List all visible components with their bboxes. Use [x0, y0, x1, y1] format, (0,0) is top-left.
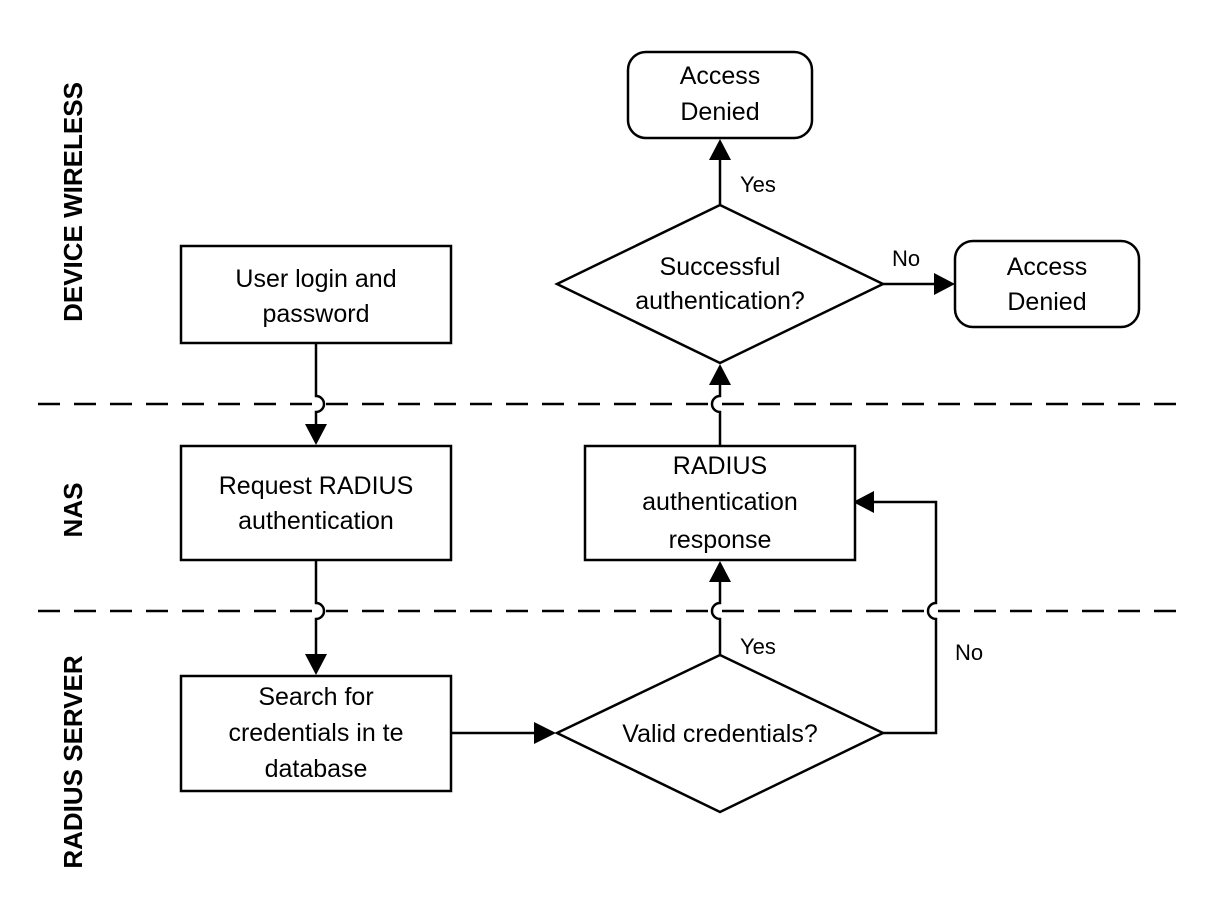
node-successful-authentication-line-1: Successful — [660, 253, 781, 281]
arrowhead-request-to-search — [305, 654, 327, 675]
arrowhead-valid-no — [853, 491, 874, 513]
edge-label-valid-no: No — [955, 640, 983, 665]
node-search-credentials — [179, 674, 453, 793]
node-access-denied-top-line-2: Denied — [680, 98, 759, 126]
node-valid-credentials — [554, 653, 886, 814]
node-successful-authentication-line-2: authentication? — [635, 287, 805, 315]
node-user-login — [179, 244, 453, 345]
node-user-login-line-1: User login and — [235, 265, 396, 293]
node-radius-response-line-1: RADIUS — [673, 452, 767, 480]
edge-request-to-search — [314, 560, 326, 656]
node-request-radius — [179, 444, 453, 562]
node-request-radius-line-1: Request RADIUS — [219, 472, 414, 500]
node-radius-response-line-3: response — [669, 526, 772, 554]
node-access-denied-right — [953, 239, 1141, 329]
node-access-denied-top — [626, 50, 814, 140]
node-radius-response-line-2: authentication — [642, 488, 798, 516]
node-search-credentials-line-2: credentials in te — [228, 719, 403, 747]
edge-response-to-success — [710, 384, 722, 446]
edge-label-success-no: No — [892, 246, 920, 271]
node-access-denied-right-line-2: Denied — [1007, 288, 1086, 316]
node-request-radius-line-2: authentication — [238, 507, 394, 535]
edge-label-success-yes: Yes — [740, 172, 776, 197]
arrowhead-response-to-success — [709, 364, 731, 385]
node-user-login-line-2: password — [263, 300, 370, 328]
node-access-denied-right-line-1: Access — [1007, 253, 1088, 281]
edge-login-to-request — [314, 343, 326, 426]
lane-label-radius-server: RADIUS SERVER — [58, 655, 88, 869]
edge-label-valid-yes: Yes — [740, 634, 776, 659]
node-access-denied-top-line-1: Access — [680, 62, 761, 90]
lane-label-nas: NAS — [58, 483, 88, 538]
arrowhead-success-yes — [709, 139, 731, 160]
edge-valid-yes — [710, 580, 722, 655]
arrowhead-search-to-valid — [534, 722, 556, 744]
edge-valid-no — [872, 500, 938, 735]
node-valid-credentials-label: Valid credentials? — [622, 720, 817, 748]
node-search-credentials-line-3: database — [265, 755, 368, 783]
arrowhead-success-no — [934, 273, 955, 295]
arrowhead-login-to-request — [305, 424, 327, 445]
node-successful-authentication — [554, 203, 886, 365]
node-radius-response — [583, 444, 857, 562]
arrowhead-valid-yes — [709, 561, 731, 582]
node-search-credentials-line-1: Search for — [258, 683, 373, 711]
lane-label-device-wireless: DEVICE WIRELESS — [58, 82, 88, 322]
